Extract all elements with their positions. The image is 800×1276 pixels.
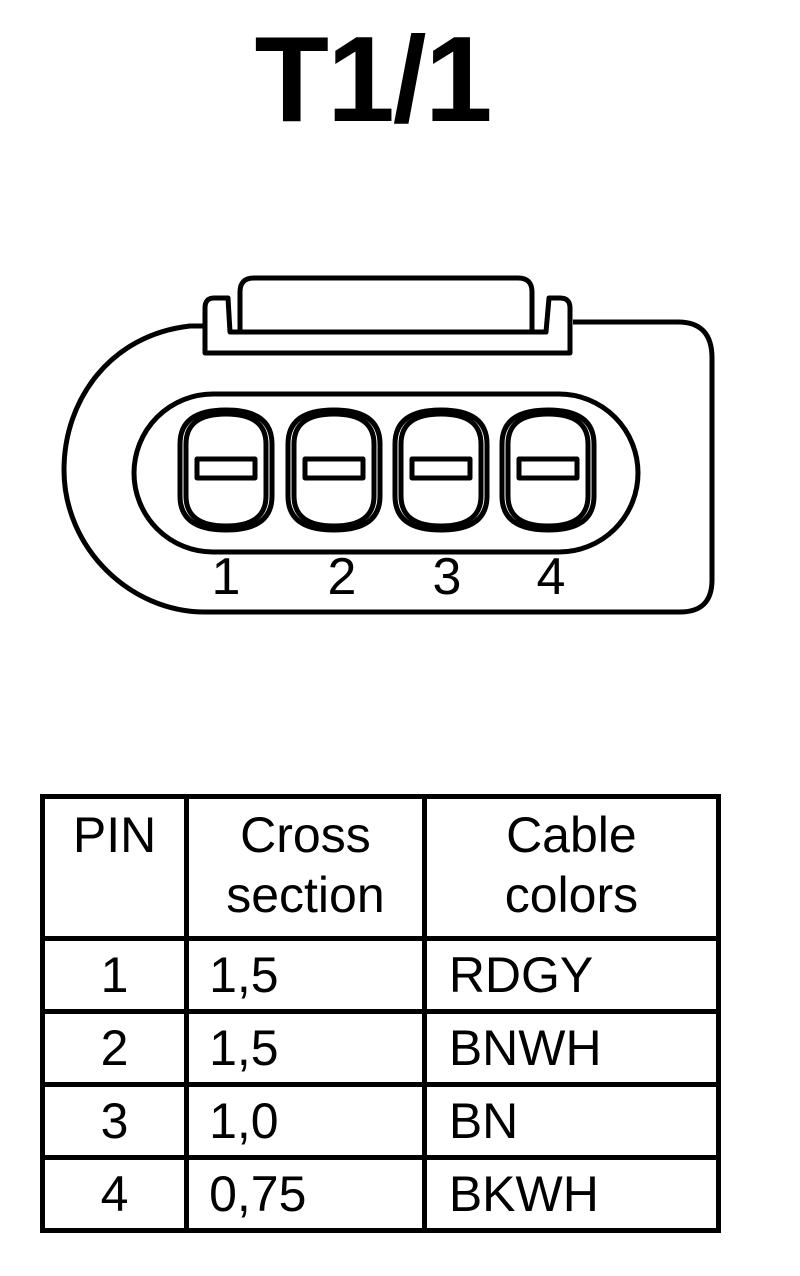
cell-pin: 2: [39, 1009, 190, 1087]
table-row: 1 1,5 RDGY: [39, 936, 722, 1014]
terminal-slot-icon: [499, 407, 597, 533]
header-color-line1: Cable: [506, 807, 637, 863]
pin-number-label: 3: [433, 548, 462, 606]
terminal-slot-icon: [285, 407, 383, 533]
cell-pin: 4: [39, 1155, 190, 1233]
pin-assignment-table: PIN Cross section Cable colors 1 1,5 RDG…: [39, 794, 722, 1233]
locking-latch-icon: [202, 275, 573, 356]
connector-drawing: 1 2 3 4: [61, 275, 715, 615]
header-cross-section: Cross section: [184, 794, 427, 941]
terminal-blade-slot: [302, 456, 366, 481]
pin-number-label: 1: [212, 548, 241, 606]
terminal-slot-icon: [177, 407, 275, 533]
table-row: 2 1,5 BNWH: [39, 1009, 722, 1087]
header-pin: PIN: [39, 794, 190, 941]
cell-cable-color: BKWH: [421, 1155, 722, 1233]
cell-pin: 1: [39, 936, 190, 1014]
cell-pin: 3: [39, 1082, 190, 1160]
table-row: 4 0,75 BKWH: [39, 1155, 722, 1233]
connector-housing-outline: [61, 319, 715, 615]
table-header-row: PIN Cross section Cable colors: [39, 794, 722, 941]
terminal-outer-shell: [505, 411, 591, 529]
pin-cavity-outline: [131, 391, 641, 555]
header-pin-label: PIN: [72, 807, 157, 863]
terminal-inner-shell: [177, 407, 275, 533]
cell-cross-section: 0,75: [184, 1155, 427, 1233]
terminal-outer-shell: [398, 411, 484, 529]
diagram-title: T1/1: [254, 11, 492, 147]
pin-number-label: 4: [537, 548, 566, 606]
table-row: 3 1,0 BN: [39, 1082, 722, 1160]
cell-cross-section: 1,5: [184, 1009, 427, 1087]
terminal-blade-slot: [194, 456, 258, 481]
terminal-blade-slot: [516, 456, 580, 481]
pin-number-group: 1 2 3 4: [212, 548, 566, 606]
terminal-blade-slot: [409, 456, 473, 481]
cell-cable-color: BN: [421, 1082, 722, 1160]
terminal-slot-icon: [392, 407, 490, 533]
terminal-outer-shell: [291, 411, 377, 529]
header-cable-colors: Cable colors: [421, 794, 722, 941]
terminal-inner-shell: [499, 407, 597, 533]
pin-number-label: 2: [328, 548, 357, 606]
cell-cable-color: BNWH: [421, 1009, 722, 1087]
header-cross-line2: section: [226, 867, 385, 923]
terminal-outer-shell: [183, 411, 269, 529]
terminal-group: [177, 407, 597, 533]
header-color-line2: colors: [504, 867, 639, 923]
cell-cross-section: 1,5: [184, 936, 427, 1014]
terminal-inner-shell: [285, 407, 383, 533]
header-cross-line1: Cross: [240, 807, 371, 863]
cell-cross-section: 1,0: [184, 1082, 427, 1160]
cell-cable-color: RDGY: [421, 936, 722, 1014]
terminal-inner-shell: [392, 407, 490, 533]
